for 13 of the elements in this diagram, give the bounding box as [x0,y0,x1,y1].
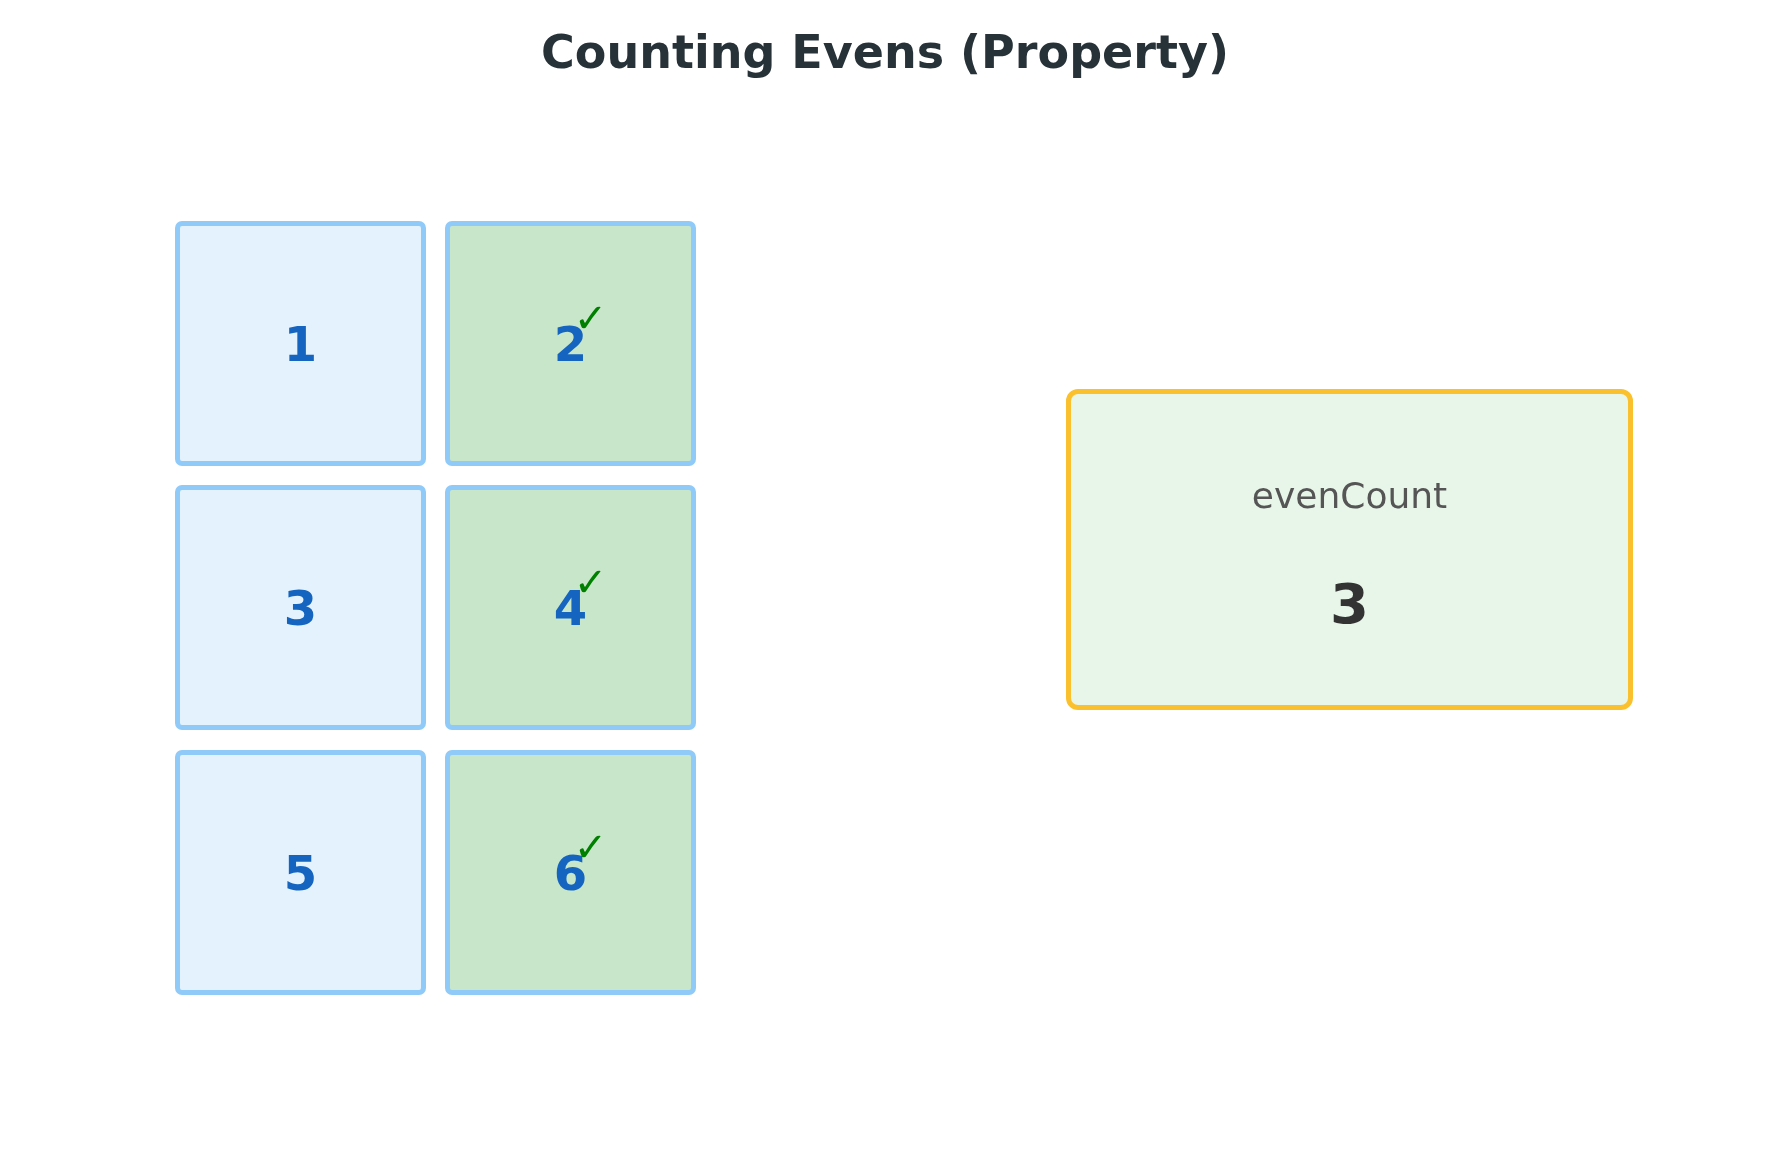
number-card [175,485,426,730]
diagram-title: Counting Evens (Property) [541,24,1229,81]
number-card [445,750,696,995]
number-card [175,750,426,995]
number-card [445,485,696,730]
counter-value: 3 [1330,575,1369,632]
number-label: 1 [283,319,318,368]
number-label: 3 [283,583,318,632]
variable-name: evenCount [1251,477,1448,514]
number-label: 5 [283,848,318,897]
number-card [445,221,696,466]
counter-card [1066,389,1633,710]
number-card [175,221,426,466]
